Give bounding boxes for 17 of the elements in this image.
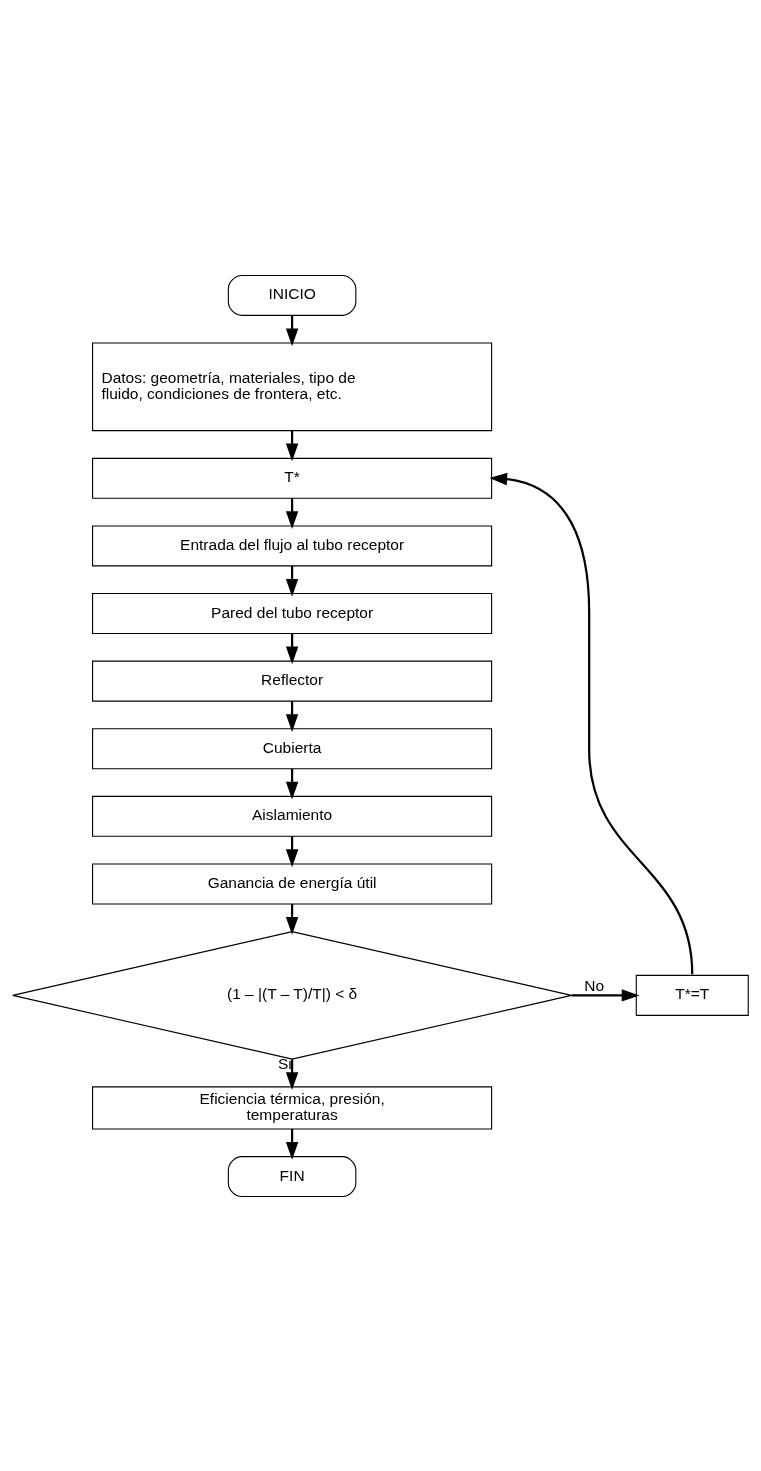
node-box: T*=T: [635, 974, 749, 1016]
node-box: INICIO: [227, 274, 357, 316]
node-diamond: (1 – |(T – T)/T|) < δ: [12, 930, 572, 1060]
node-box: Cubierta: [92, 727, 493, 769]
arrow: [489, 472, 694, 974]
arrow: [285, 314, 299, 346]
node-box: Ganancia de energía útil: [92, 862, 493, 904]
node-box: Aislamiento: [92, 795, 493, 837]
node-box: Entrada del flujo al tubo receptor: [92, 524, 493, 566]
node-box: Pared del tubo receptor: [92, 592, 493, 634]
node-box: FIN: [227, 1155, 357, 1197]
arrow: [571, 988, 640, 1002]
edge-label: No: [584, 976, 605, 994]
node-box: T*: [92, 457, 493, 499]
node-box: Datos: geometría, materiales, tipo de fluido, condiciones de frontera, etc.: [92, 342, 493, 431]
node-box: Eficiencia térmica, presión, temperaturas: [92, 1085, 493, 1129]
node-box: Reflector: [92, 660, 493, 702]
